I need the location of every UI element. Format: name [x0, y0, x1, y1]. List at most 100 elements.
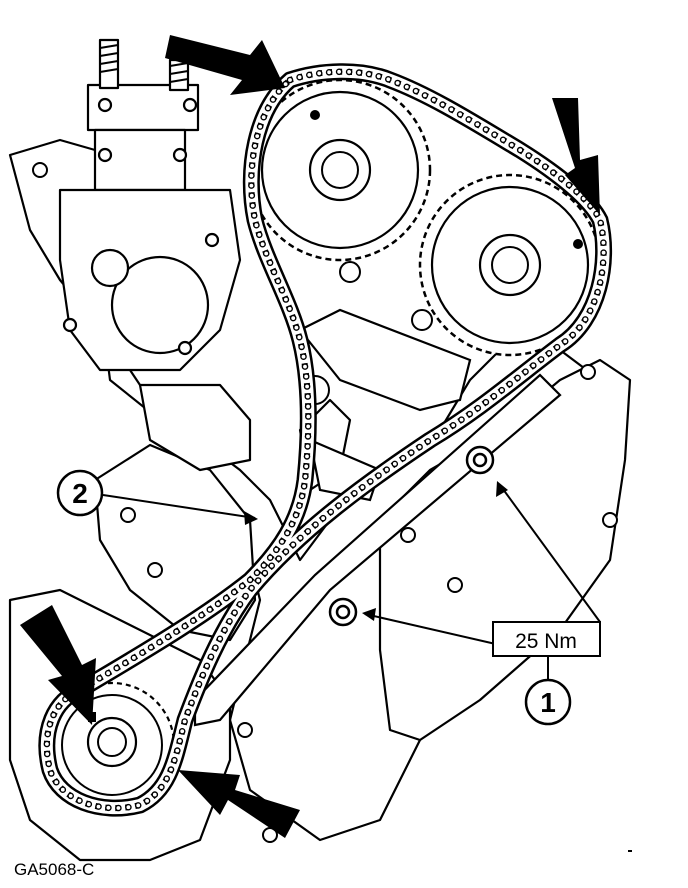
alignment-arrow-bottom-left — [20, 605, 96, 725]
chain-link-pin — [248, 182, 255, 189]
chain-link-pin — [582, 316, 589, 323]
chain-link-pin — [599, 259, 607, 267]
chain-link-pin — [158, 783, 165, 791]
chain-link-pin — [195, 680, 203, 688]
chain-link-pin — [482, 398, 490, 406]
chain-link-pin — [474, 404, 482, 412]
chain-link-pin — [134, 802, 142, 809]
chain-link-pin — [242, 592, 249, 600]
chain-link-pin — [45, 760, 53, 768]
chain-link-pin — [139, 649, 146, 657]
chain-link-pin — [249, 152, 257, 159]
chain-link-pin — [248, 584, 255, 592]
guide-bolt-upper — [465, 445, 495, 475]
arrowhead-callout-2 — [244, 511, 258, 525]
chain-link-pin — [207, 653, 215, 661]
chain-link-pin — [525, 152, 533, 159]
chain-link-pin — [173, 747, 181, 754]
chain-link-pin — [375, 73, 383, 80]
chain-link-pin — [184, 708, 192, 716]
guide-bolt-lower — [328, 597, 358, 627]
chain-link-pin — [282, 548, 290, 555]
chain-link-pin — [248, 172, 255, 179]
chain-link-pin — [375, 472, 382, 479]
chain-link-pin — [596, 279, 604, 286]
chain-link-pin — [599, 229, 606, 236]
chain-link-pin — [163, 775, 170, 783]
tensioner-housing — [58, 38, 252, 472]
chain-link-pin — [206, 606, 214, 613]
chain-link-pin — [288, 520, 296, 528]
chain-link-pin — [305, 71, 313, 79]
chain-link-pin — [289, 541, 297, 549]
chain-link-pin — [216, 635, 224, 643]
chain-link-pin — [171, 756, 178, 764]
chain-link-pin — [304, 403, 312, 410]
chain-link-pin — [335, 502, 342, 509]
chain-link-pin — [365, 70, 373, 78]
timing-mark-dot — [573, 239, 583, 249]
chain-link-pin — [312, 521, 319, 529]
alignment-arrow-top-right — [552, 98, 600, 215]
chain-link-pin — [421, 92, 429, 99]
chain-link-pin — [43, 740, 51, 748]
chain-link-pin — [96, 675, 103, 682]
chain-link-pin — [391, 460, 399, 468]
chain-link-pin — [345, 68, 353, 76]
chain-link-pin — [399, 454, 407, 462]
chain-link-pin — [304, 393, 312, 400]
chain-link-pin — [50, 711, 57, 719]
chain-link-pin — [558, 175, 565, 182]
chain-link-pin — [304, 433, 312, 440]
chain-link-pin — [499, 136, 507, 144]
torque-spec-label: 25 Nm — [515, 630, 577, 653]
chain-link-pin — [53, 778, 60, 786]
chain-link-pin — [304, 413, 312, 420]
chain-link-pin — [303, 383, 311, 390]
chain-link-pin — [412, 87, 420, 95]
chain-link-pin — [591, 298, 598, 305]
chain-link-pin — [553, 343, 561, 351]
chain-link-pin — [230, 588, 238, 596]
chain-link-pin — [466, 410, 474, 418]
chain-link-pin — [282, 296, 290, 303]
alignment-arrow-top-left — [165, 35, 285, 95]
chain-link-pin — [253, 569, 261, 577]
chain-link-pin — [253, 132, 261, 140]
chain-link-pin — [530, 362, 537, 369]
chain-link-pin — [113, 664, 120, 672]
chain-link-pin — [125, 803, 132, 811]
chain-link-pin — [449, 421, 457, 429]
chain-link-pin — [236, 601, 244, 608]
chain-link-pin — [537, 356, 545, 363]
chain-link-pin — [541, 163, 549, 170]
chain-link-pin — [130, 654, 138, 662]
chain-link-pin — [458, 416, 465, 424]
chain-link-pin — [302, 373, 310, 380]
chain-link-pin — [576, 324, 583, 331]
chain-link-pin — [248, 192, 256, 199]
chain-link-pin — [231, 609, 238, 617]
figure-code: GA5068-C — [14, 860, 95, 879]
chain-link-pin — [304, 423, 312, 430]
chain-link-pin — [343, 496, 350, 503]
chain-link-pin — [573, 188, 580, 195]
chain-link-pin — [533, 157, 541, 165]
leader-lines — [102, 484, 601, 680]
chain-link-pin — [424, 438, 432, 445]
chain-link-pin — [292, 511, 300, 519]
chain-link-pin — [76, 797, 83, 805]
chain-link-pin — [143, 797, 151, 805]
chain-link-pin — [302, 463, 310, 470]
chain-link-pin — [289, 314, 297, 322]
chain-link-pin — [59, 786, 67, 794]
chain-link-pin — [264, 104, 272, 112]
arrowhead-torque-lower — [362, 608, 376, 621]
crankshaft-sprocket — [48, 681, 176, 809]
chain-link-pin — [283, 529, 291, 537]
chain-link-pin — [226, 618, 233, 625]
chain-link-pin — [325, 69, 333, 76]
chain-link-pin — [151, 791, 159, 798]
callout-circle — [524, 678, 572, 726]
